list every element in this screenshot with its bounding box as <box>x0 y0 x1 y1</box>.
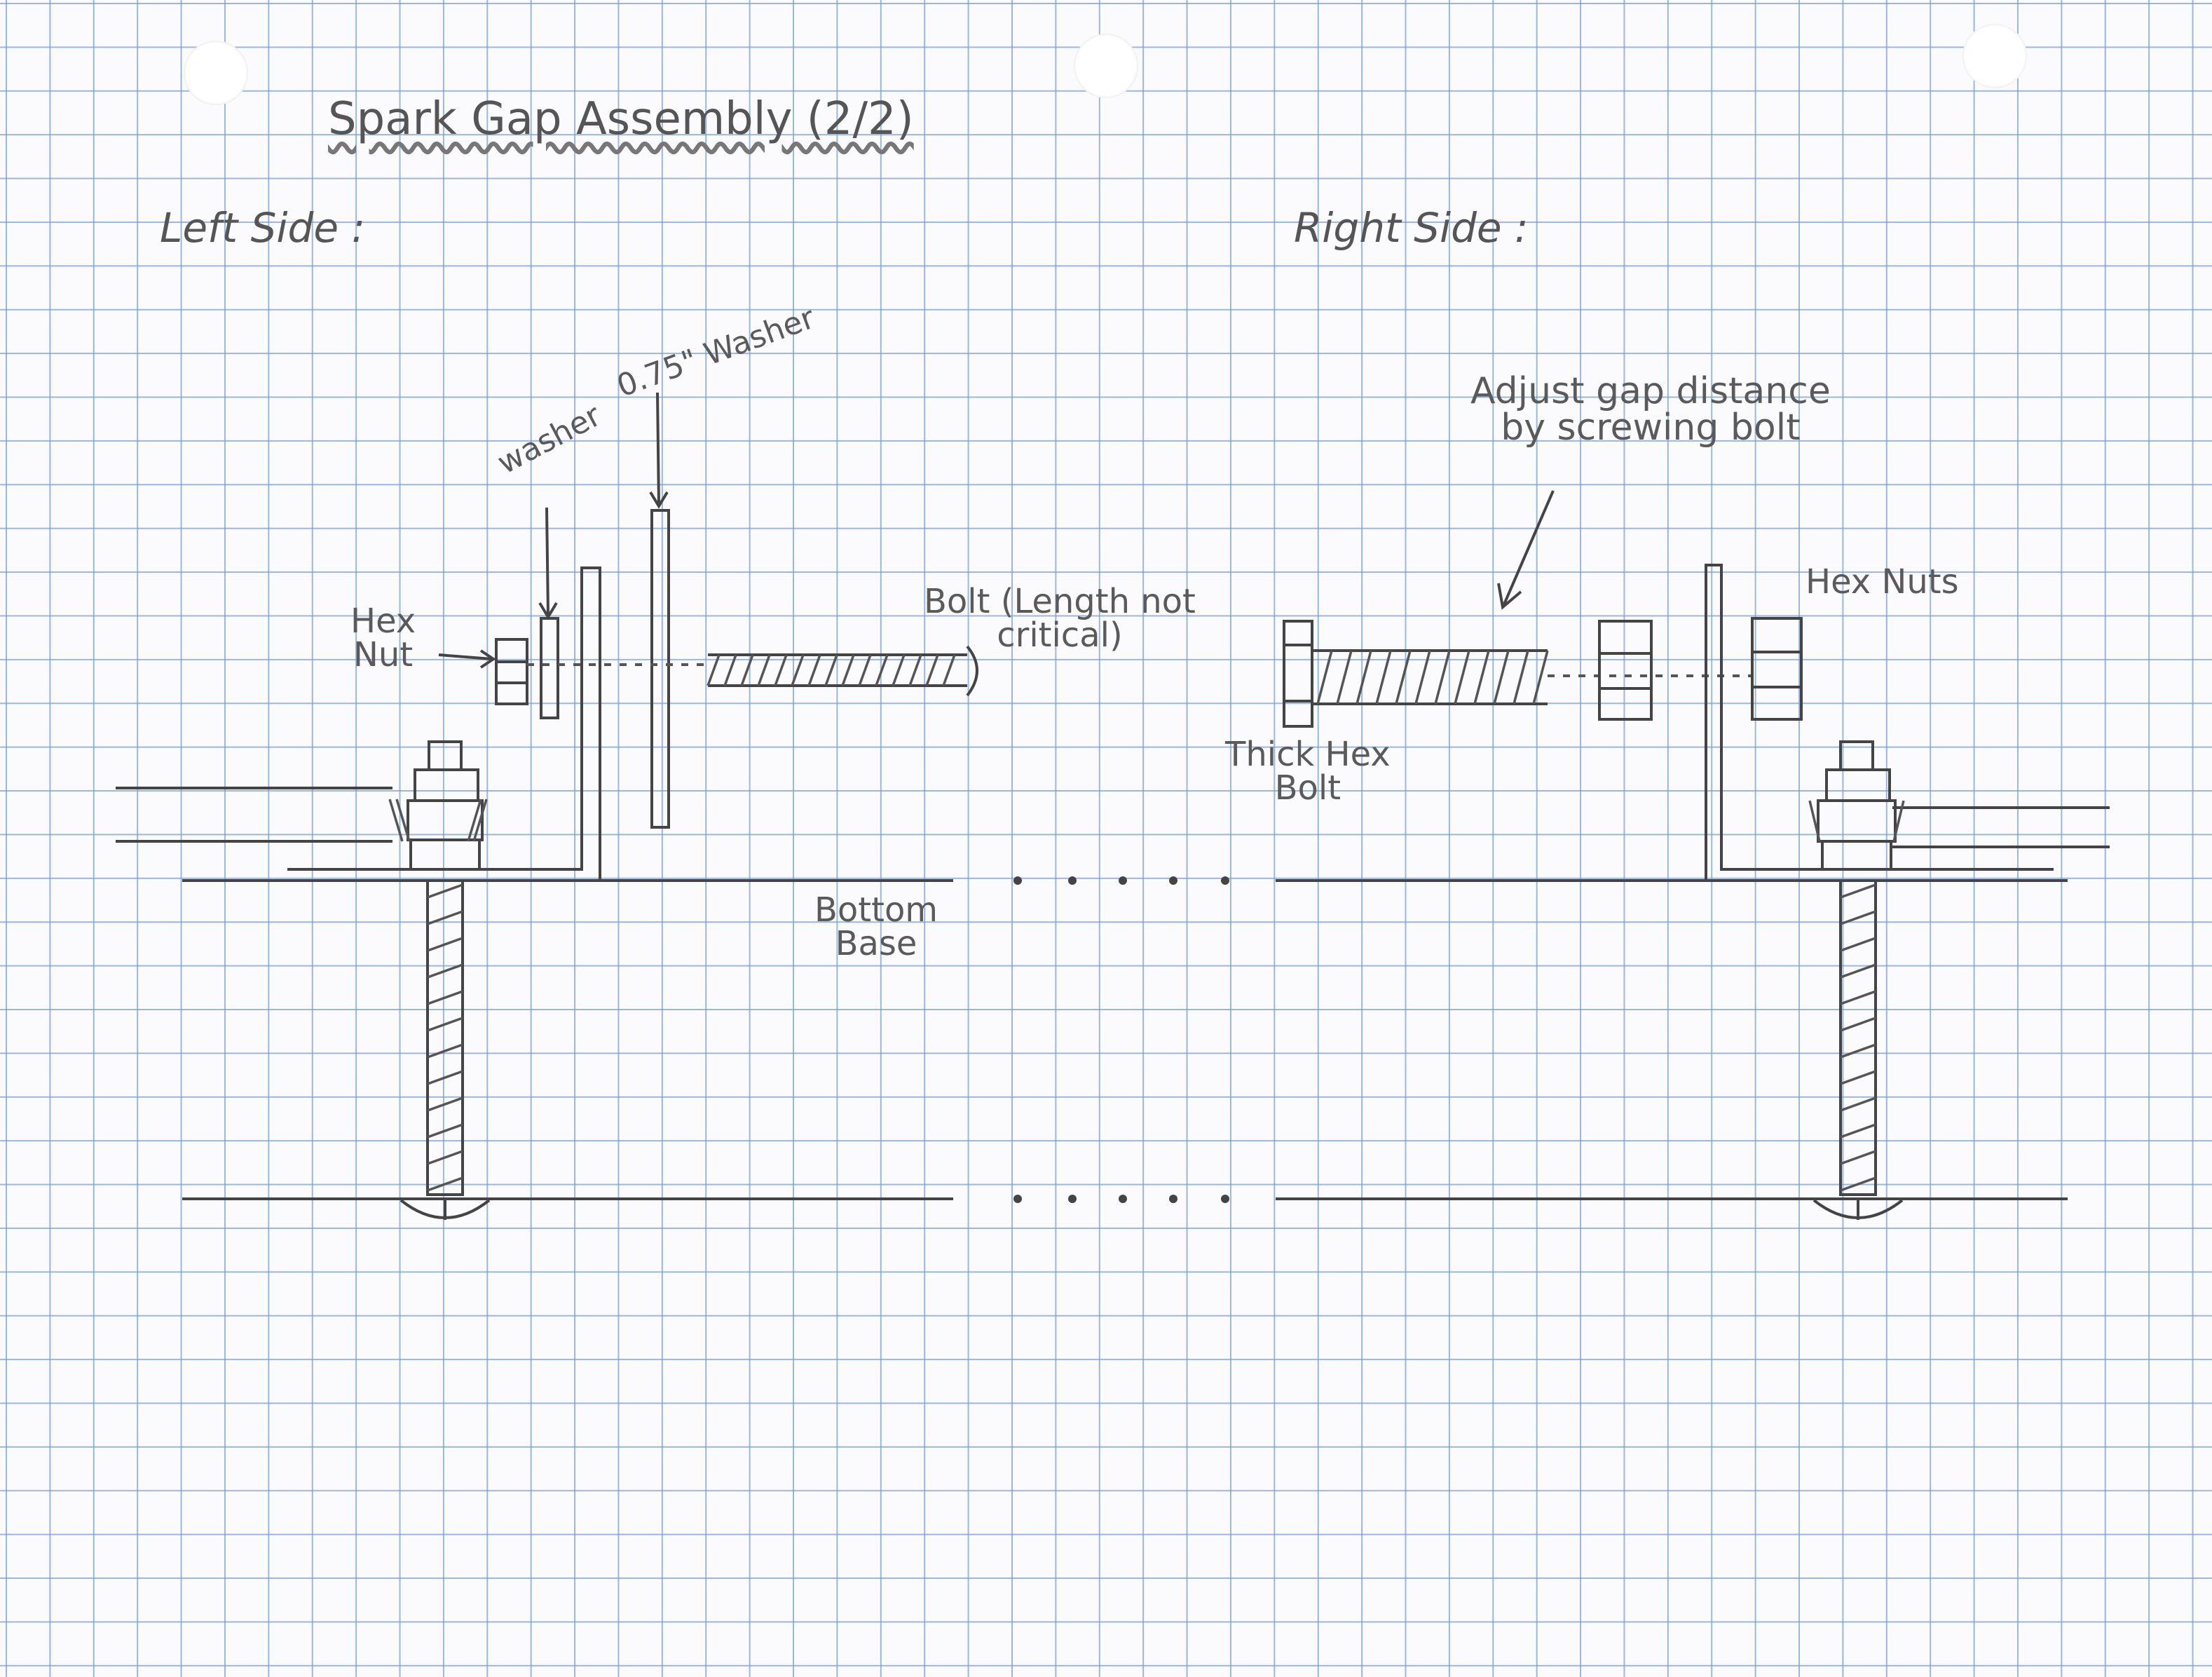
continuation-dot <box>1169 876 1177 885</box>
right-side-heading: Right Side : <box>1294 204 1529 252</box>
right-hex-nut-inner <box>1598 620 1653 721</box>
bottom-base-label: Bottom Base <box>814 890 938 963</box>
adjust-gap-note: Adjust gap distance by screwing bolt <box>1470 370 1831 449</box>
left-washer <box>540 617 559 719</box>
adjust-arrow <box>1503 490 1555 605</box>
bottom-base <box>182 876 2068 1203</box>
continuation-dot <box>1068 1195 1077 1203</box>
right-top-plate <box>1705 564 2110 881</box>
continuation-dot <box>1119 1195 1127 1203</box>
binder-hole-left <box>184 41 248 105</box>
continuation-dot <box>1221 876 1229 885</box>
binder-hole-right <box>1962 24 2027 88</box>
hex-nuts-label: Hex Nuts <box>1805 562 1959 602</box>
right-hex-nut-outer <box>1751 617 1803 721</box>
left-mounting-screw <box>400 879 491 1220</box>
continuation-dot <box>1169 1195 1177 1203</box>
washer-arrowhead <box>538 602 558 620</box>
left-hex-nut <box>495 638 528 705</box>
left-large-washer <box>650 509 670 829</box>
page-title: Spark Gap Assembly (2/2) <box>328 93 914 145</box>
washer-arrow <box>545 507 549 615</box>
thick-hex-bolt <box>1283 620 1752 728</box>
continuation-dot <box>1221 1195 1229 1203</box>
hex-nut-label: Hex Nut <box>350 602 416 674</box>
hex-nut-arrowhead <box>479 649 496 669</box>
bolt-label: Bolt (Length not critical) <box>924 582 1196 655</box>
left-bolt <box>527 645 978 697</box>
thick-hex-bolt-label: Thick Hex Bolt <box>1225 735 1391 808</box>
left-screw-nuts <box>388 740 488 871</box>
large-washer-arrowhead <box>649 491 669 509</box>
adjust-arrowhead <box>1497 583 1522 610</box>
left-side-heading: Left Side : <box>160 204 366 252</box>
right-mounting-screw <box>1812 879 1904 1220</box>
continuation-dot <box>1013 1195 1022 1203</box>
continuation-dot <box>1068 876 1077 885</box>
hex-nut-arrow <box>438 653 493 660</box>
right-screw-nuts <box>1808 740 1905 871</box>
left-top-plate <box>116 566 601 881</box>
binder-hole-center <box>1074 34 1138 98</box>
large-washer-arrow <box>656 392 660 505</box>
continuation-dot <box>1013 876 1022 885</box>
continuation-dot <box>1119 876 1127 885</box>
